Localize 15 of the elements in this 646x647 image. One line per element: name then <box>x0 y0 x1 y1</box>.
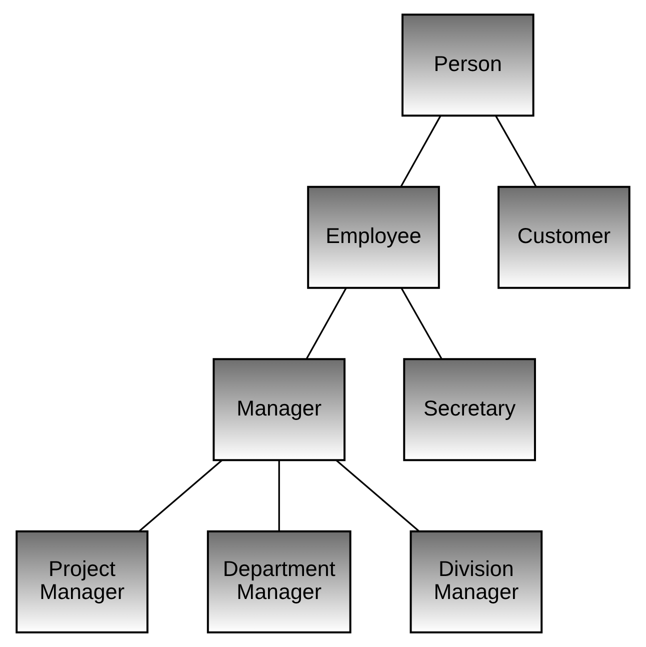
node-box: Division Manager <box>410 530 543 634</box>
node-box: Customer <box>498 186 630 289</box>
connector <box>336 460 420 532</box>
connector <box>400 115 442 187</box>
node-box: Project Manager <box>16 530 148 634</box>
node-box: Employee <box>307 186 440 289</box>
connector <box>139 460 223 532</box>
node-box: Secretary <box>403 358 536 462</box>
connector <box>400 287 442 360</box>
connector <box>494 115 537 187</box>
connector <box>306 288 347 360</box>
node-box: Department Manager <box>206 530 352 634</box>
connector <box>278 460 280 531</box>
node-box: Person <box>402 14 534 117</box>
node-box: Manager <box>212 358 346 462</box>
